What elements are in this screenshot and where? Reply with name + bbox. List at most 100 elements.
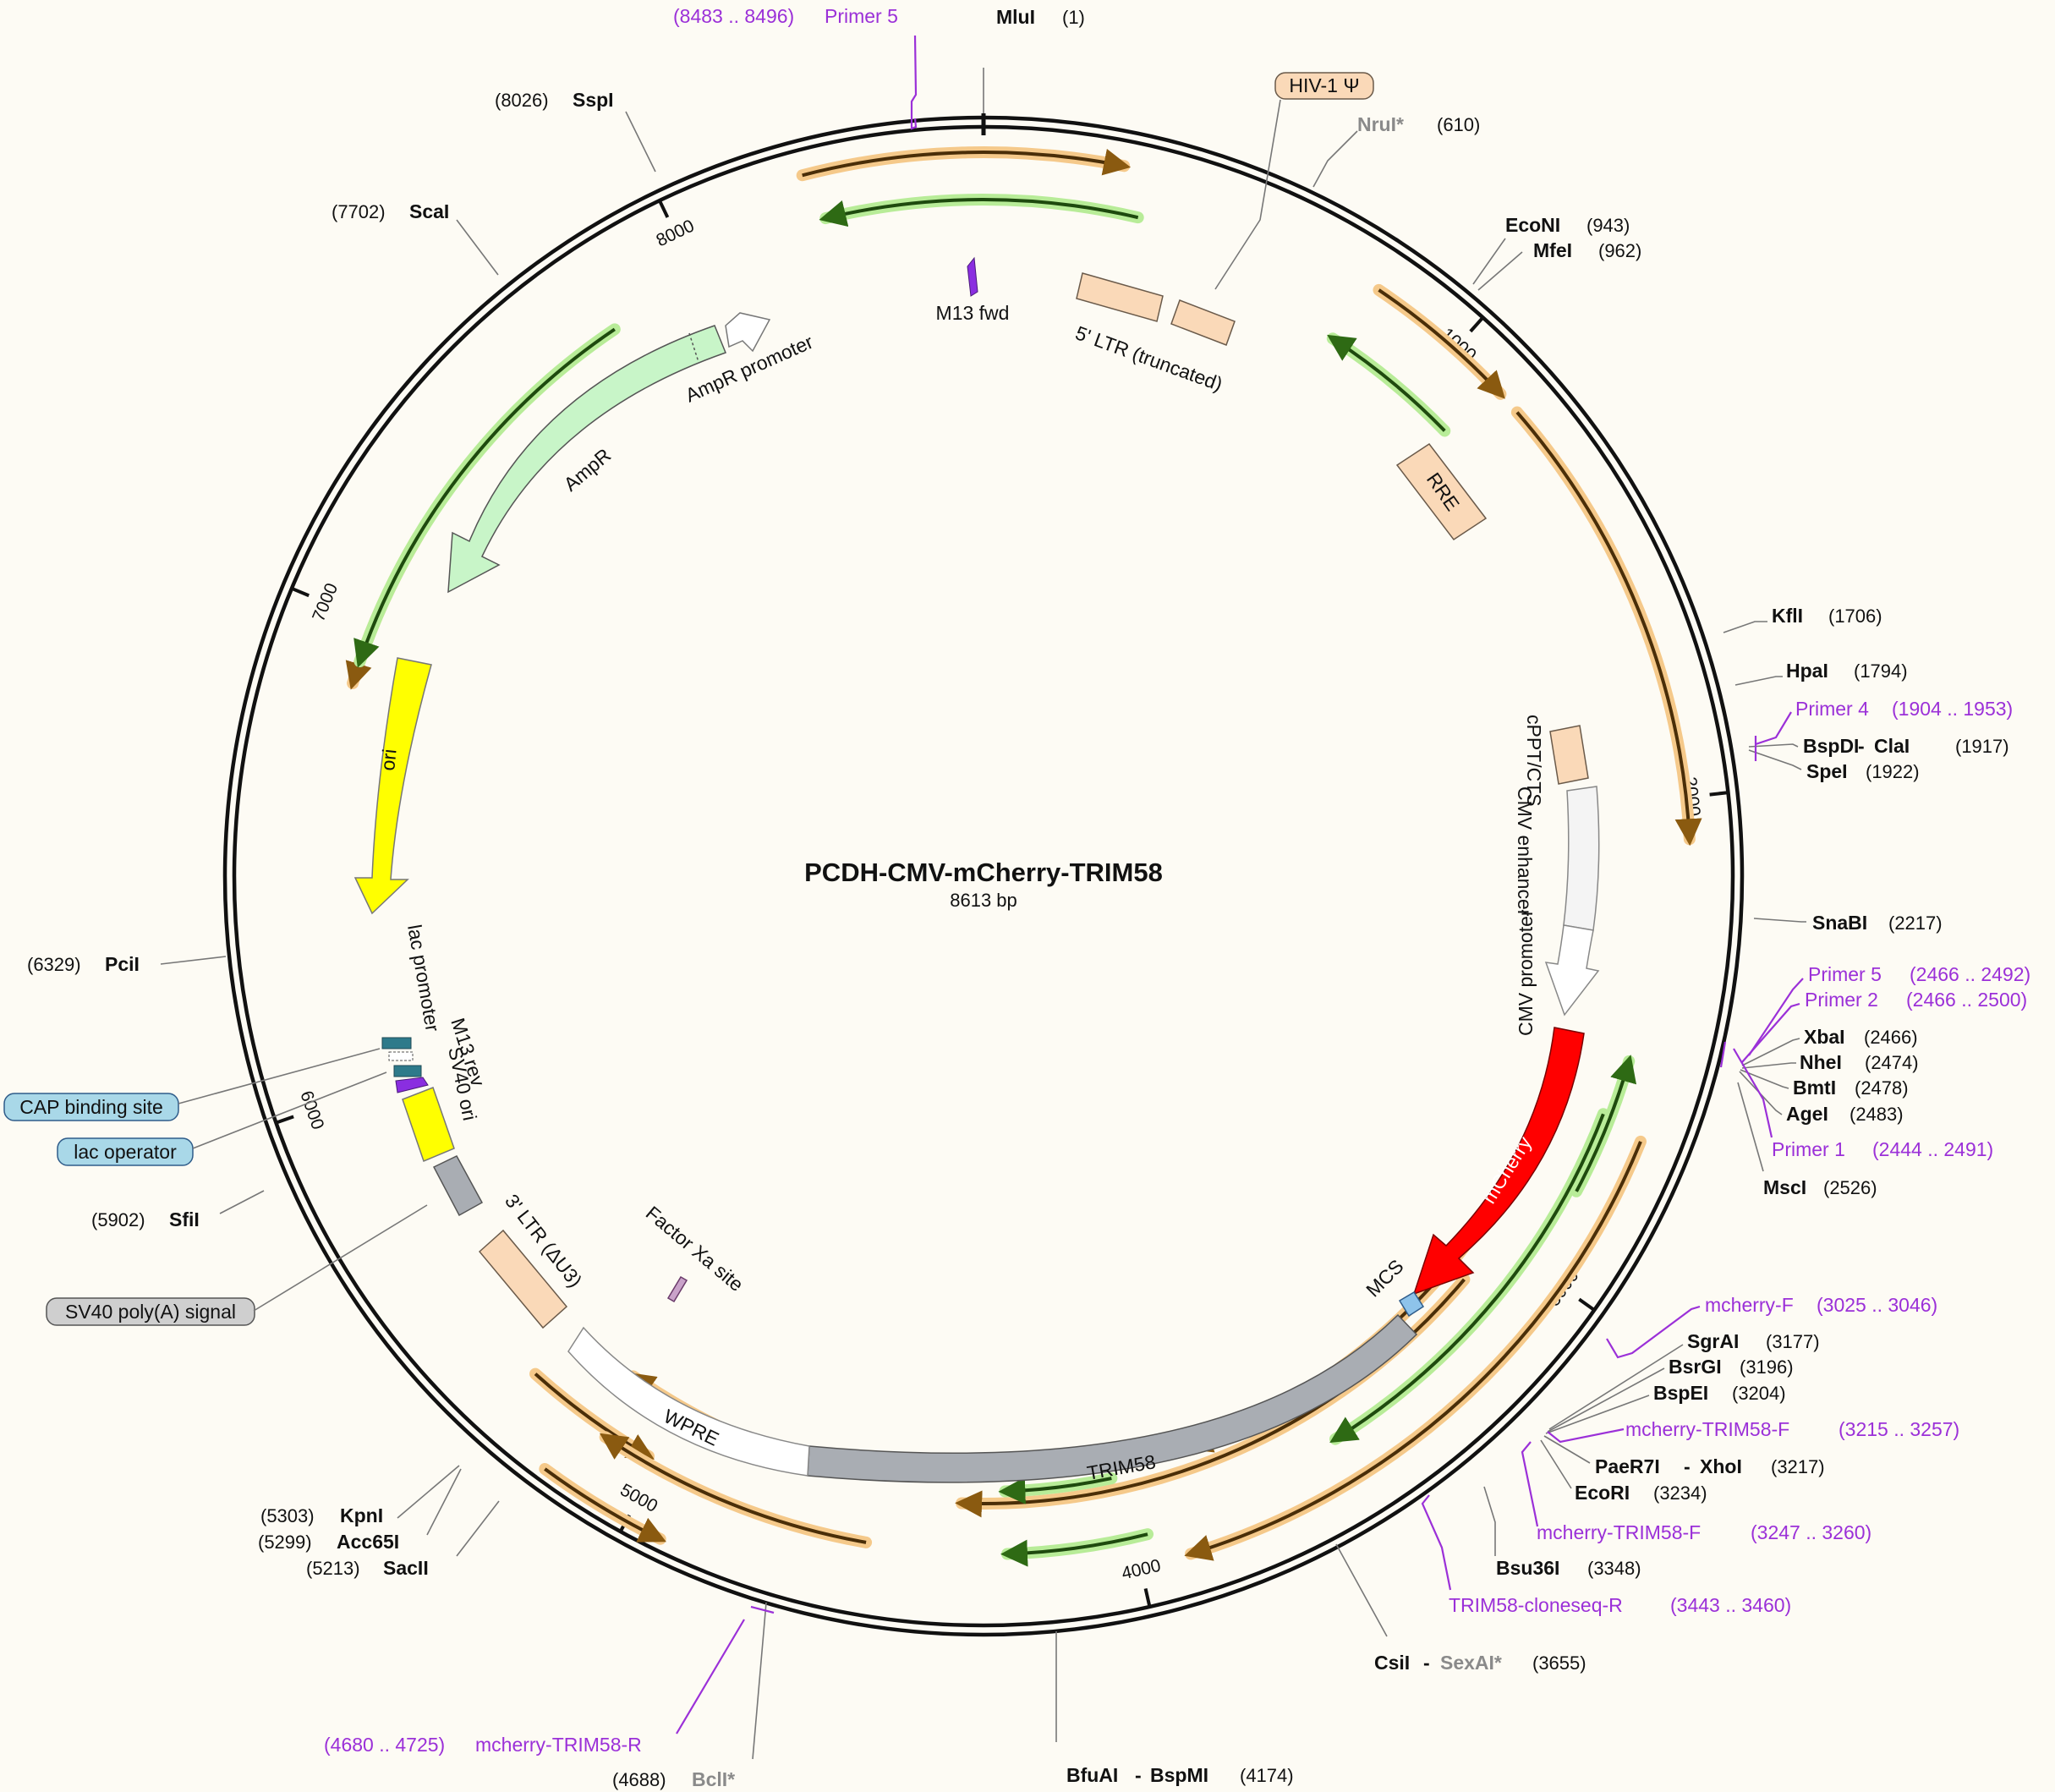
primer-mcherry-trim58-r[interactable]: (4680 .. 4725) mcherry-TRIM58-R [324,1605,775,1756]
site-paer7i-xhoi[interactable]: PaeR7I - XhoI (3217) [1543,1435,1825,1477]
cmv-enhancer-label: CMV enhancer [1514,786,1536,917]
ampr-feature[interactable]: AmpR [447,325,726,594]
orf-arc[interactable] [1575,1055,1637,1192]
site-pcii[interactable]: (6329) PciI [27,953,227,975]
orf-arc-halo [353,323,621,668]
orf-arc[interactable] [534,1373,655,1460]
site-nrui[interactable]: NruI* (610) [1312,113,1480,188]
svg-text:(3217): (3217) [1771,1456,1825,1477]
site-mfei[interactable]: MfeI (962) [1477,239,1641,291]
site-kpni[interactable]: (5303) KpnI [260,1465,460,1526]
svg-text:(2217): (2217) [1888,912,1943,934]
site-agei[interactable]: AgeI (2483) [1739,1071,1904,1125]
site-msci[interactable]: MscI (2526) [1737,1082,1877,1198]
svg-text:(2444 .. 2491): (2444 .. 2491) [1872,1138,1993,1160]
site-bcli[interactable]: (4688) BclI* [612,1602,767,1790]
svg-text:SpeI: SpeI [1806,760,1848,782]
tick-mark [1709,791,1727,797]
ltr5-feature[interactable]: 5' LTR (truncated) [1072,272,1236,395]
svg-text:(5213): (5213) [306,1558,360,1579]
svg-text:(1922): (1922) [1866,761,1920,782]
primer-trim58-cloneseq-r[interactable]: TRIM58-cloneseq-R (3443 .. 3460) [1421,1494,1791,1616]
primer-1[interactable]: Primer 1 (2444 .. 2491) [1719,1041,1993,1160]
svg-text:(8483 .. 8496): (8483 .. 8496) [673,5,794,27]
primer-5-mid[interactable]: Primer 5 (2466 .. 2492) [1748,963,2030,1056]
rre-feature[interactable]: RRE [1395,442,1488,541]
orf-arc[interactable] [802,148,1132,178]
svg-text:EcoRI: EcoRI [1575,1482,1630,1504]
site-acc65i[interactable]: (5299) Acc65I [258,1468,462,1553]
svg-text:BspDI: BspDI [1803,735,1859,757]
orf-arc[interactable] [544,1467,666,1543]
orf-arc[interactable] [998,1477,1112,1504]
site-spei[interactable]: SpeI (1922) [1748,749,1920,782]
site-bsrgi[interactable]: BsrGI (3196) [1547,1356,1794,1433]
site-csii-sexai[interactable]: CsiI - SexAI* (3655) [1335,1543,1586,1674]
primer-mcherry-trim58-f1[interactable]: mcherry-TRIM58-F (3215 .. 3257) [1547,1418,1959,1444]
m13-fwd-feature[interactable]: M13 fwd [936,256,1010,324]
svg-text:Primer 4: Primer 4 [1795,698,1869,720]
sv40-polya-feature[interactable]: SV40 poly(A) signal [46,1155,484,1326]
primer-mcherry-f[interactable]: mcherry-F (3025 .. 3046) [1606,1294,1937,1359]
svg-text:(5299): (5299) [258,1532,312,1553]
trim58-feature[interactable]: TRIM58 [807,1313,1418,1484]
site-bmti[interactable]: BmtI (2478) [1740,1069,1909,1099]
factor-xa-feature[interactable]: Factor Xa site [642,1202,748,1303]
ltr3-feature[interactable]: 3' LTR (ΔU3) [478,1190,587,1329]
cap-binding-site[interactable]: CAP binding site [3,1048,381,1121]
hiv-psi-feature[interactable]: HIV-1 Ψ [1214,72,1374,290]
svg-text:(4688): (4688) [612,1769,666,1790]
orf-arc[interactable] [819,198,1139,227]
lac-operator[interactable]: lac operator [57,1071,387,1166]
lac-region[interactable]: M13 rev lac promoter [381,923,490,1093]
primer-2[interactable]: Primer 2 (2466 .. 2500) [1741,989,2027,1063]
tick-label: 6000 [296,1088,327,1132]
site-bspei[interactable]: BspEI (3204) [1545,1382,1786,1434]
ori-feature[interactable]: ori [353,657,432,915]
cppt-feature[interactable]: cPPT/CTS [1523,715,1589,807]
svg-text:MluI: MluI [996,6,1035,28]
wpre-feature[interactable]: WPRE [567,1326,810,1477]
site-kfli[interactable]: KflI (1706) [1723,605,1882,633]
orf-arc[interactable] [1378,288,1505,399]
mcs-feature[interactable]: MCS [1362,1255,1425,1318]
site-bfuai-bspmi[interactable]: BfuAI - BspMI (4174) [1055,1631,1294,1786]
site-econi[interactable]: EcoNI (943) [1472,214,1630,285]
site-bspdi-clai[interactable]: BspDI - ClaI (1917) [1748,735,2009,757]
primer-5-top[interactable]: (8483 .. 8496) Primer 5 [673,5,918,130]
site-nhei[interactable]: NheI (2474) [1741,1051,1919,1073]
orf-arc[interactable] [600,1433,867,1544]
site-sfii[interactable]: (5902) SfiI [91,1190,265,1230]
site-hpai[interactable]: HpaI (1794) [1734,660,1908,686]
orf-arc[interactable] [1515,411,1702,847]
site-sgrai[interactable]: SgrAI (3177) [1548,1330,1820,1430]
site-xbai[interactable]: XbaI (2466) [1741,1026,1918,1066]
svg-text:(3196): (3196) [1740,1356,1794,1378]
site-scai[interactable]: (7702) ScaI [332,200,499,276]
orf-arc[interactable] [353,327,616,668]
svg-text:(962): (962) [1598,240,1641,261]
mcs-label: MCS [1362,1255,1408,1302]
orf-arc[interactable] [1184,1141,1642,1561]
primer-4[interactable]: Primer 4 (1904 .. 1953) [1754,698,2013,761]
site-ecori[interactable]: EcoRI (3234) [1540,1439,1707,1504]
tick-label: 7000 [309,580,342,624]
svg-text:(1794): (1794) [1854,660,1908,682]
primer-mcherry-trim58-f2[interactable]: mcherry-TRIM58-F (3247 .. 3260) [1521,1441,1871,1543]
orf-arc[interactable] [1000,1532,1148,1567]
svg-text:mcherry-TRIM58-R: mcherry-TRIM58-R [475,1734,642,1756]
cmv-feature[interactable]: CMV enhancer CMV promoter [1514,786,1600,1036]
site-sacii[interactable]: (5213) SacII [306,1500,500,1579]
svg-text:(610): (610) [1437,114,1480,135]
site-mlui[interactable]: MluI (1) [983,6,1085,113]
site-sspi[interactable]: (8026) SspI [495,89,656,173]
mcherry-feature[interactable]: mCherry [1412,1027,1585,1296]
orf-arc[interactable] [1329,1113,1605,1443]
svg-text:Primer 2: Primer 2 [1805,989,1878,1011]
site-bsu36i[interactable]: Bsu36I (3348) [1483,1486,1641,1579]
site-snabi[interactable]: SnaBI (2217) [1753,912,1943,934]
svg-text:(3655): (3655) [1532,1652,1586,1674]
orf-arc[interactable] [1327,334,1446,432]
svg-text:Primer 5: Primer 5 [825,5,898,27]
